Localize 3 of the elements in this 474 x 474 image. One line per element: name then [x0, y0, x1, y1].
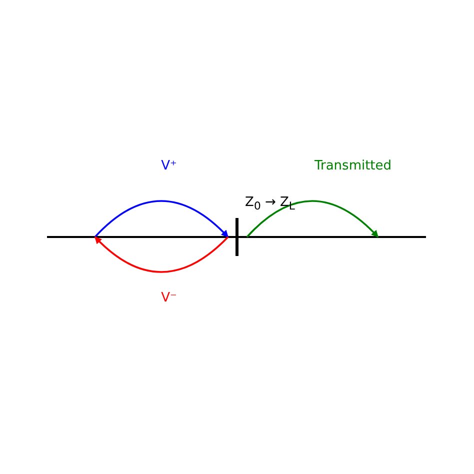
wave-label: Transmitted	[314, 160, 392, 172]
wave-label: V⁺	[161, 160, 177, 172]
wave-label: V⁻	[161, 292, 177, 304]
